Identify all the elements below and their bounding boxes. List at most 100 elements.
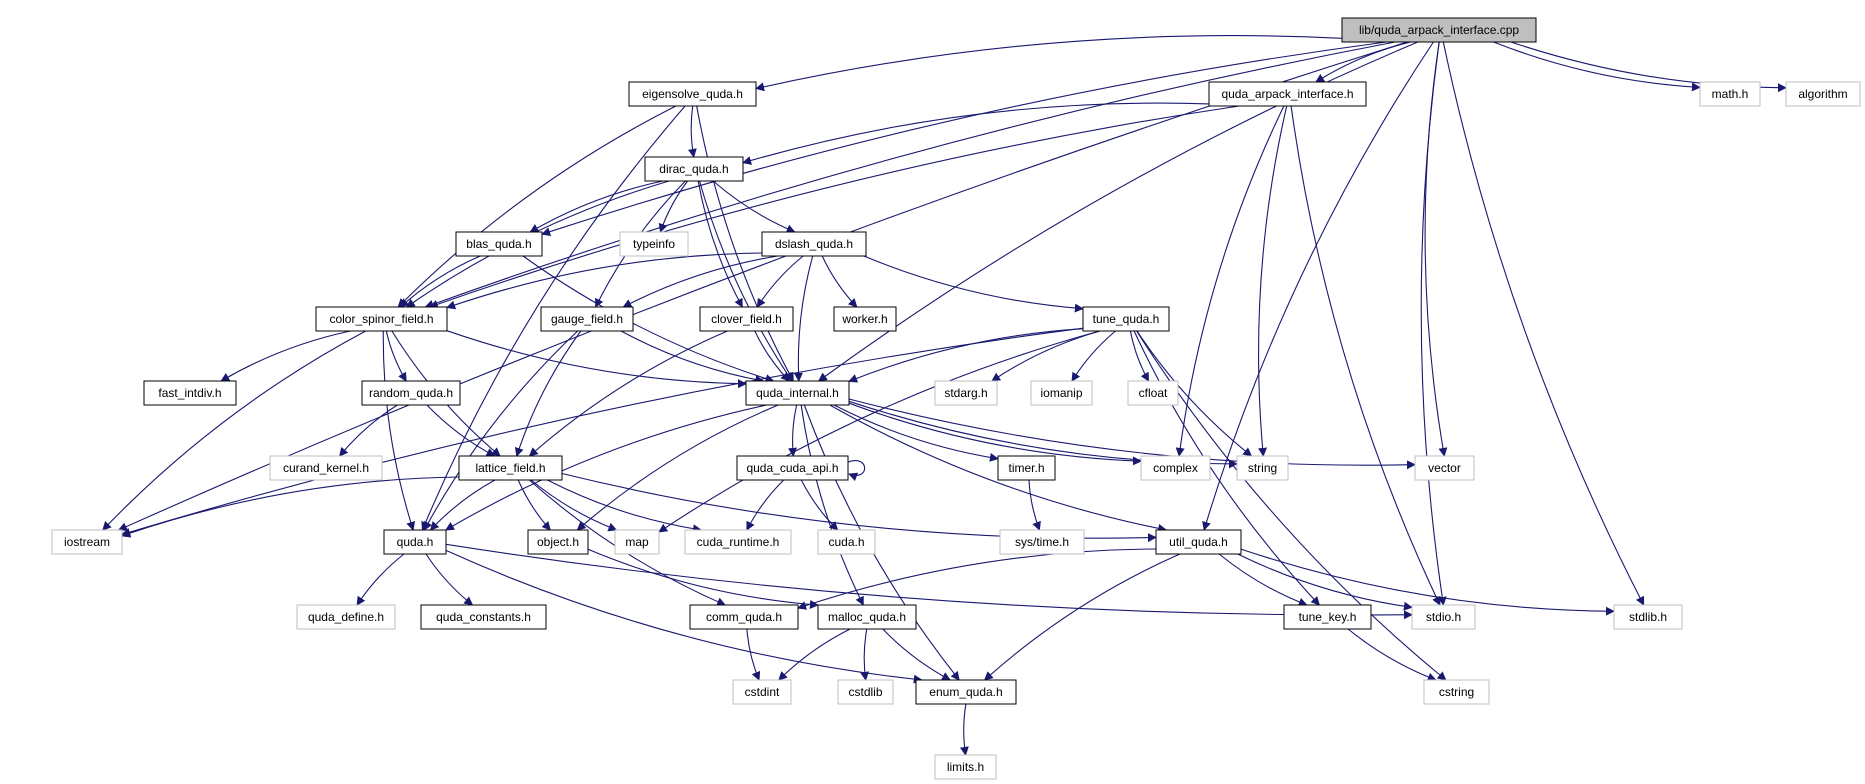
node-quda[interactable]: quda.h bbox=[383, 529, 447, 555]
edge-qinternal-to-quda bbox=[445, 404, 767, 531]
node-vector: vector bbox=[1414, 455, 1475, 481]
node-comm[interactable]: comm_quda.h bbox=[689, 604, 799, 630]
node-csf[interactable]: color_spinor_field.h bbox=[315, 306, 448, 332]
edge-root-to-arpack bbox=[1315, 41, 1411, 83]
node-worker[interactable]: worker.h bbox=[833, 306, 897, 332]
edge-csf-to-iostream bbox=[102, 330, 366, 531]
node-object[interactable]: object.h bbox=[527, 529, 589, 555]
node-box bbox=[1785, 81, 1861, 107]
edge-lattice-to-map bbox=[530, 479, 618, 532]
file-nodes: lib/quda_arpack_interface.cpp eigensolve_… bbox=[51, 17, 1861, 780]
edge-eigensolve-to-csf bbox=[397, 105, 677, 308]
node-clover[interactable]: clover_field.h bbox=[699, 306, 794, 332]
node-box bbox=[527, 529, 589, 555]
node-box bbox=[1411, 604, 1476, 630]
node-cstring: cstring bbox=[1423, 679, 1490, 705]
edge-tune-to-tunekey bbox=[1133, 330, 1321, 606]
node-label: eigensolve_quda.h bbox=[642, 87, 743, 101]
node-string: string bbox=[1236, 455, 1289, 481]
node-qinternal[interactable]: quda_internal.h bbox=[745, 380, 850, 406]
edge-gauge-to-quda bbox=[423, 330, 579, 531]
node-box bbox=[361, 380, 461, 406]
edge-timer-to-systime bbox=[1028, 479, 1041, 531]
node-box bbox=[614, 529, 660, 555]
node-qconstants[interactable]: quda_constants.h bbox=[420, 604, 547, 630]
node-box bbox=[1341, 17, 1537, 43]
node-box bbox=[1140, 455, 1211, 481]
node-label: cstdint bbox=[745, 685, 780, 699]
node-box bbox=[540, 306, 634, 332]
node-label: quda_internal.h bbox=[756, 386, 839, 400]
node-box bbox=[628, 81, 757, 107]
node-enum[interactable]: enum_quda.h bbox=[915, 679, 1017, 705]
node-typeinfo: typeinfo bbox=[619, 231, 689, 257]
node-label: vector bbox=[1428, 461, 1461, 475]
node-qdefine: quda_define.h bbox=[296, 604, 396, 630]
node-algorithm: algorithm bbox=[1785, 81, 1861, 107]
node-random[interactable]: random_quda.h bbox=[361, 380, 461, 406]
edge-random-to-curand bbox=[339, 404, 398, 457]
node-label: cuda.h bbox=[828, 535, 864, 549]
node-box bbox=[817, 604, 917, 630]
node-label: comm_quda.h bbox=[706, 610, 782, 624]
node-eigensolve[interactable]: eigensolve_quda.h bbox=[628, 81, 757, 107]
node-box bbox=[1414, 455, 1475, 481]
node-box bbox=[1283, 604, 1372, 630]
node-arpack[interactable]: quda_arpack_interface.h bbox=[1208, 81, 1367, 107]
node-util[interactable]: util_quda.h bbox=[1155, 529, 1242, 555]
node-cudaruntime: cuda_runtime.h bbox=[684, 529, 792, 555]
node-gauge[interactable]: gauge_field.h bbox=[540, 306, 634, 332]
edge-dslash-to-qinternal bbox=[793, 255, 814, 382]
edge-dirac-to-dslash bbox=[712, 180, 796, 233]
edge-clover-to-qinternal bbox=[754, 330, 790, 382]
edge-blas-to-qinternal bbox=[522, 255, 775, 383]
node-box bbox=[736, 455, 849, 481]
node-tune[interactable]: tune_quda.h bbox=[1082, 306, 1170, 332]
node-stdlib: stdlib.h bbox=[1613, 604, 1683, 630]
node-limits: limits.h bbox=[934, 754, 997, 780]
node-label: color_spinor_field.h bbox=[329, 312, 433, 326]
node-box bbox=[732, 679, 792, 705]
node-label: tune_key.h bbox=[1299, 610, 1357, 624]
node-malloc[interactable]: malloc_quda.h bbox=[817, 604, 917, 630]
node-box bbox=[420, 604, 547, 630]
node-label: algorithm bbox=[1798, 87, 1847, 101]
edge-quda-to-stdio bbox=[445, 543, 1413, 620]
node-tunekey[interactable]: tune_key.h bbox=[1283, 604, 1372, 630]
node-lattice[interactable]: lattice_field.h bbox=[458, 455, 563, 481]
edge-lattice-to-cudaruntime bbox=[547, 479, 702, 534]
edge-malloc-to-cstdint bbox=[778, 628, 851, 681]
edge-random-to-lattice bbox=[426, 404, 496, 457]
node-label: stdarg.h bbox=[944, 386, 987, 400]
node-dirac[interactable]: dirac_quda.h bbox=[644, 156, 744, 182]
edge-tune-to-iomanip bbox=[1071, 330, 1116, 382]
node-label: dirac_quda.h bbox=[659, 162, 728, 176]
edge-blas-to-csf bbox=[399, 255, 481, 308]
node-label: clover_field.h bbox=[711, 312, 782, 326]
edge-root-to-stdio bbox=[1420, 41, 1447, 606]
edge-lattice-to-object bbox=[517, 479, 551, 531]
node-box bbox=[1155, 529, 1242, 555]
node-fastintdiv[interactable]: fast_intdiv.h bbox=[143, 380, 237, 406]
node-box bbox=[817, 529, 876, 555]
edge-quda-to-qconstants bbox=[425, 553, 474, 606]
edge-csf-to-quda bbox=[382, 330, 416, 531]
node-blas[interactable]: blas_quda.h bbox=[455, 231, 543, 257]
node-label: dslash_quda.h bbox=[775, 237, 853, 251]
edge-tune-to-cfloat bbox=[1129, 330, 1150, 382]
node-box bbox=[684, 529, 792, 555]
edge-root-to-vector bbox=[1424, 41, 1448, 457]
edge-dirac-to-typeinfo bbox=[658, 180, 689, 233]
node-cudaapi[interactable]: quda_cuda_api.h bbox=[736, 455, 849, 481]
edge-csf-to-random bbox=[385, 330, 407, 382]
edge-gauge-to-lattice bbox=[514, 330, 582, 457]
node-label: sys/time.h bbox=[1015, 535, 1069, 549]
node-label: cstdlib bbox=[848, 685, 882, 699]
node-dslash[interactable]: dslash_quda.h bbox=[761, 231, 867, 257]
node-box bbox=[1613, 604, 1683, 630]
node-timer[interactable]: timer.h bbox=[997, 455, 1056, 481]
node-root[interactable]: lib/quda_arpack_interface.cpp bbox=[1341, 17, 1537, 43]
node-label: object.h bbox=[537, 535, 579, 549]
edge-tunekey-to-cstring bbox=[1347, 628, 1437, 682]
